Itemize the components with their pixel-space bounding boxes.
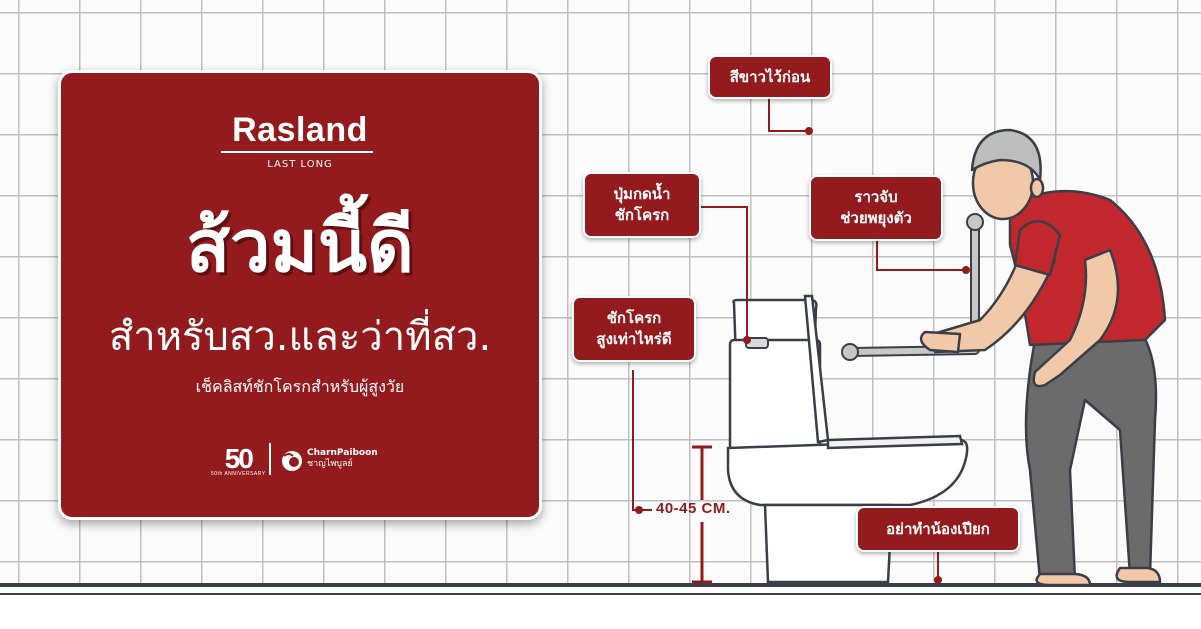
callout-grab-bar-line1: ราวจับ [854, 188, 898, 206]
callout-flush-button-line2: ชักโครก [614, 206, 670, 224]
company-name-th: ชาญไพบูลย์ [307, 459, 353, 469]
brand-underline [221, 151, 373, 153]
callout-keep-dry: อย่าทำน้องเปียก [856, 506, 1020, 552]
logo-divider [269, 443, 271, 475]
brand-tagline: LAST LONG [267, 159, 333, 170]
callout-keep-dry-text: อย่าทำน้องเปียก [886, 519, 990, 538]
callout-grab-bar: ราวจับ ช่วยพยุงตัว [809, 175, 943, 241]
callout-toilet-height: ชักโครก สูงเท่าไหร่ดี [572, 296, 696, 362]
charnpaiboon-logo-icon [282, 451, 302, 471]
subheadline: สำหรับสว.และว่าที่สว. [108, 314, 492, 360]
anniversary-logo: 50 50th ANNIVERSARY [211, 443, 266, 477]
floor-edge [0, 583, 1201, 587]
company-name-en: CharnPaiboon [307, 448, 378, 458]
callout-white-color: สีขาวไว้ก่อน [708, 55, 832, 99]
callout-flush-button: ปุ่มกดน้ำ ชักโครก [583, 172, 701, 238]
anniversary-mark: 50 [224, 443, 254, 474]
headline: ส้วมนี้ดี [186, 204, 414, 288]
title-card: Rasland LAST LONG ส้วมนี้ดี สำหรับสว.และ… [58, 70, 542, 520]
callout-toilet-height-line1: ชักโครก [606, 309, 662, 327]
charnpaiboon-logo-text: CharnPaiboon ชาญไพบูลย์ [307, 448, 378, 470]
callout-lines [632, 98, 966, 580]
height-measurement: 40-45 CM. [656, 500, 731, 517]
anniversary-text: 50th ANNIVERSARY [211, 471, 266, 477]
toilet-icon [726, 294, 969, 584]
callout-dots [635, 127, 970, 584]
callout-white-color-text: สีขาวไว้ก่อน [729, 67, 811, 86]
height-marker [692, 445, 712, 584]
floor [0, 595, 1201, 629]
floor-edge-lower [0, 593, 1201, 595]
callout-toilet-height-line2: สูงเท่าไหร่ดี [596, 330, 672, 348]
elderly-man-icon [919, 128, 1167, 587]
tagline: เช็คลิสท์ชักโครกสำหรับผู้สูงวัย [195, 377, 405, 396]
callout-grab-bar-line2: ช่วยพยุงตัว [840, 209, 912, 227]
brand-logo: Rasland [232, 111, 368, 149]
callout-flush-button-line1: ปุ่มกดน้ำ [613, 185, 671, 203]
